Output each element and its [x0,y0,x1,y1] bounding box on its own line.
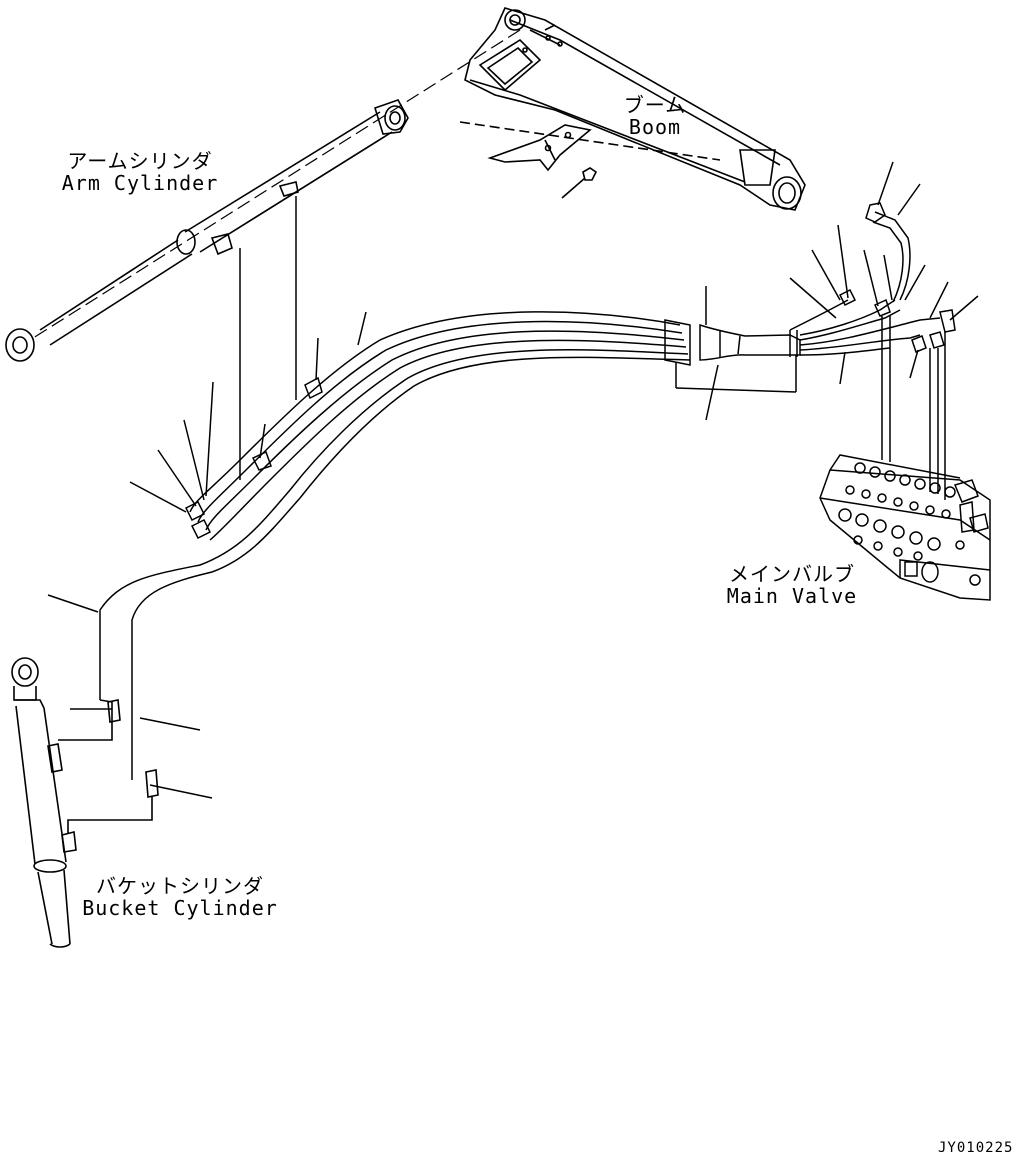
bucket-cylinder-drawing [11,657,159,948]
arm-cylinder-drawing [5,29,521,362]
main-valve-drawing [819,454,991,601]
bucket-cylinder-label-jp: バケットシリンダ [96,874,264,898]
arm-cylinder-label-jp: アームシリンダ [67,149,213,173]
main-valve-label-jp: メインバルブ [729,562,855,586]
arm-cylinder-label-en: Arm Cylinder [61,171,219,195]
drawing-id: JY010225 [938,1140,1014,1156]
main-valve-label: メインバルブ Main Valve [712,563,872,607]
arm-cylinder-label: アームシリンダ Arm Cylinder [40,150,240,194]
boom-label: ブーム Boom [605,94,705,138]
hose-bundle [47,161,979,799]
boom-label-en: Boom [628,115,682,139]
bucket-cylinder-label: バケットシリンダ Bucket Cylinder [70,875,290,919]
bucket-cylinder-label-en: Bucket Cylinder [82,896,278,920]
main-valve-ports [838,462,956,561]
boom-drawing [459,7,806,211]
main-valve-label-en: Main Valve [726,584,858,608]
boom-label-jp: ブーム [623,93,687,117]
